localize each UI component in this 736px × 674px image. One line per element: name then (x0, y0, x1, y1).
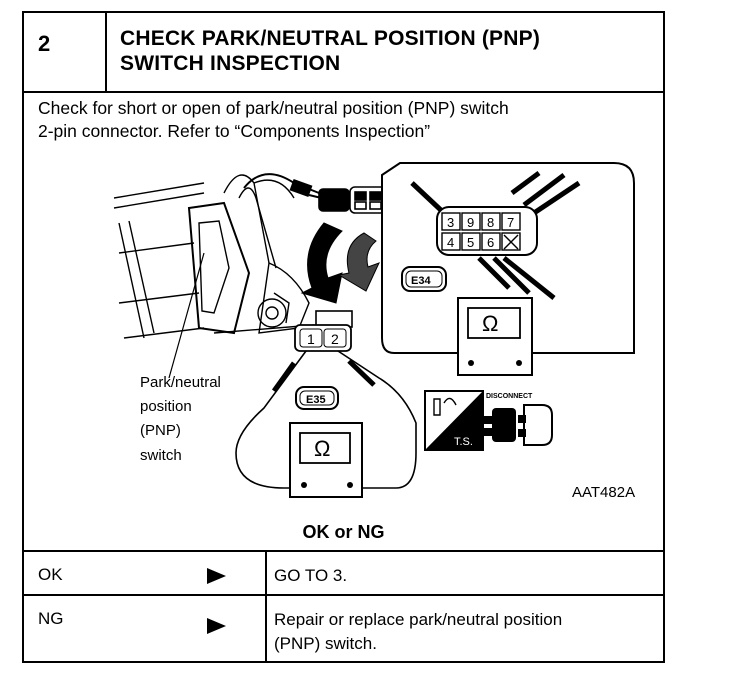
connector-e35-label: E35 (306, 394, 326, 406)
connector-e34-label: E34 (411, 275, 431, 287)
transmission-drawing (113, 174, 315, 339)
pin-7-label: 7 (507, 215, 514, 230)
step-number: 2 (38, 31, 51, 56)
result-label-ng: NG (38, 609, 64, 628)
ohmmeter-e35: Ω (289, 422, 363, 498)
pin-6-label: 6 (487, 235, 494, 250)
result-action-ok-line1: GO TO 3. (274, 566, 348, 585)
inspection-illustration: Park/neutral position (PNP) switch 1 2 E… (113, 162, 635, 498)
callout-line-2: position (140, 398, 192, 415)
pin-5-label: 5 (467, 235, 474, 250)
ohmmeter-e34: Ω (457, 297, 533, 376)
instruction-line1: Check for short or open of park/neutral … (38, 98, 509, 118)
result-action-ok: GO TO 3. (274, 564, 659, 588)
callout-line-1: Park/neutral (140, 374, 221, 391)
result-action-ng-line2: (PNP) switch. (274, 634, 377, 653)
pin-8-label: 8 (487, 215, 494, 230)
callout-line-4: switch (140, 447, 182, 464)
connector-tag-e34: E34 (401, 266, 447, 292)
ts-icon: T.S. (424, 390, 484, 451)
arrow-right-icon (207, 618, 226, 634)
header-divider (105, 13, 107, 91)
ts-label: T.S. (454, 436, 473, 448)
pin-2-label: 2 (331, 331, 339, 347)
result-label-ok: OK (38, 565, 63, 584)
result-row-ok: OK GO TO 3. (24, 550, 663, 596)
figure-code: AAT482A (572, 484, 636, 501)
pin-1-label: 1 (307, 331, 315, 347)
small-connector-e35: 1 2 (294, 310, 353, 352)
step-title-line1: CHECK PARK/NEUTRAL POSITION (PNP) (120, 27, 541, 50)
row-divider (265, 596, 267, 663)
instruction-text: Check for short or open of park/neutral … (38, 97, 648, 143)
step-title-line2: SWITCH INSPECTION (120, 52, 341, 75)
pin-9-label: 9 (467, 215, 474, 230)
arrow-right-icon (207, 568, 226, 584)
connector-closeup-panel: 3 9 8 7 4 5 6 E34 Ω (381, 162, 635, 376)
result-row-ng: NG Repair or replace park/neutral positi… (24, 594, 663, 663)
callout-line-3: (PNP) (140, 422, 181, 439)
result-action-ng: Repair or replace park/neutral position … (274, 608, 659, 656)
row-divider (265, 552, 267, 596)
diagnostic-procedure-sheet: 2 CHECK PARK/NEUTRAL POSITION (PNP) SWIT… (22, 11, 665, 663)
ohm-symbol-e34: Ω (482, 311, 498, 336)
connector-tag-e35: E35 (295, 386, 339, 410)
disconnect-icon: DISCONNECT (484, 393, 553, 446)
instruction-line2: 2-pin connector. Refer to “Components In… (38, 121, 431, 141)
ohm-symbol-e35: Ω (314, 436, 330, 461)
step-header: 2 CHECK PARK/NEUTRAL POSITION (PNP) SWIT… (24, 13, 663, 93)
pin-4-label: 4 (447, 235, 454, 250)
result-question: OK or NG (302, 522, 385, 542)
harness-connector (318, 186, 387, 214)
pin-3-label: 3 (447, 215, 454, 230)
result-action-ng-line1: Repair or replace park/neutral position (274, 610, 563, 629)
step-title: CHECK PARK/NEUTRAL POSITION (PNP) SWITCH… (120, 26, 650, 76)
callout-leader-line (168, 252, 205, 379)
disconnect-label: DISCONNECT (486, 393, 533, 400)
disconnect-arrow-icon (300, 222, 380, 304)
